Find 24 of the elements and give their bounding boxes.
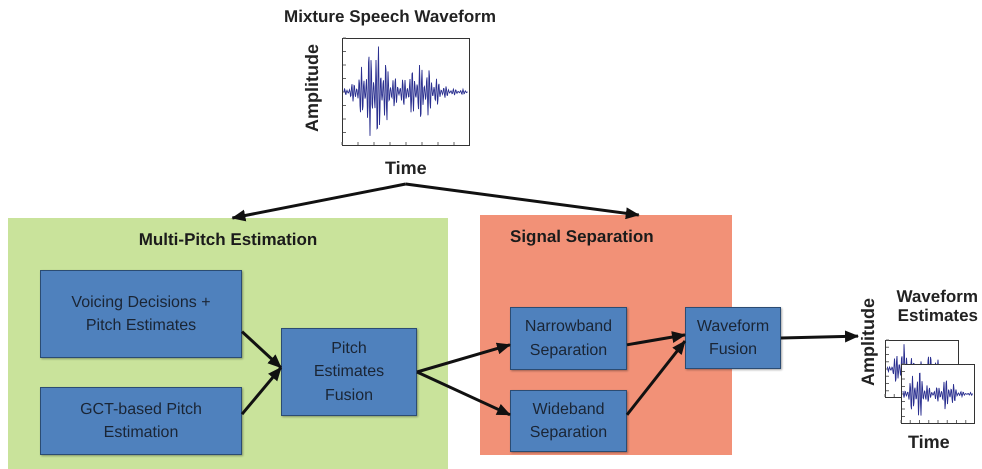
arrow [416,370,511,416]
arrow [240,330,282,369]
arrow [240,366,282,416]
plot-title: Waveform Estimates [895,288,978,326]
arrow [231,182,406,222]
process-box: Narrowband Separation [510,307,627,370]
process-box: GCT-based Pitch Estimation [40,387,242,455]
arrow [626,340,686,416]
process-box: Pitch Estimates Fusion [281,328,417,416]
process-box: Voicing Decisions + Pitch Estimates [40,270,242,358]
axis-label: Amplitude [302,44,323,132]
group-panel [8,218,448,469]
arrow [405,182,640,220]
process-box: Waveform Fusion [685,307,781,369]
panel-title: Multi-Pitch Estimation [138,230,318,250]
axis-label: Time [908,432,950,453]
panel-title: Signal Separation [509,227,655,247]
arrow [626,331,686,346]
arrow [780,330,859,342]
plot-title: Mixture Speech Waveform [283,8,497,27]
axis-label: Amplitude [858,298,879,386]
axis-label: Time [385,158,427,179]
process-box: Wideband Separation [510,390,627,452]
arrow [416,342,511,374]
